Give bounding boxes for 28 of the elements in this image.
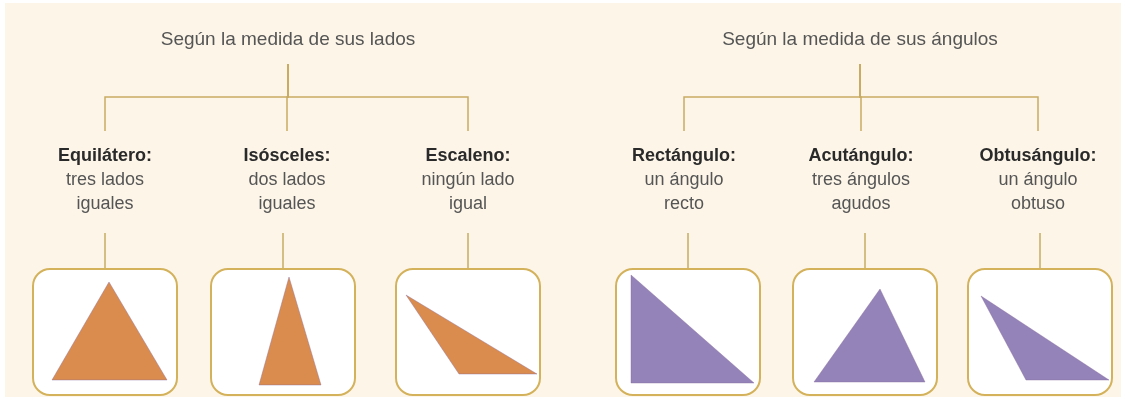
connector-line	[287, 63, 469, 132]
type-title: Obtusángulo:	[979, 144, 1097, 167]
category-heading: Según la medida de sus ángulos	[722, 26, 998, 51]
connector-line	[687, 232, 689, 269]
type-description: dos lados iguales	[247, 168, 327, 215]
triangle-picture-box	[395, 268, 541, 396]
connector-line	[467, 232, 469, 269]
connector-line	[1039, 232, 1041, 269]
type-description: un ángulo obtuso	[997, 168, 1079, 215]
type-description: ningún lado igual	[420, 168, 516, 215]
connector-line	[864, 232, 866, 269]
triangle-picture-box	[792, 268, 938, 396]
type-description: tres lados iguales	[64, 168, 145, 215]
triangle-picture-box	[615, 268, 761, 396]
type-description: tres ángulos agudos	[810, 168, 912, 215]
type-title: Escaleno:	[425, 144, 511, 167]
type-title: Acutángulo:	[808, 144, 914, 167]
type-title: Rectángulo:	[632, 144, 736, 167]
connector-line	[104, 232, 106, 269]
connector-line	[859, 63, 1039, 132]
connector-line	[282, 232, 284, 269]
triangle-picture-box	[967, 268, 1113, 396]
type-title: Isósceles:	[243, 144, 331, 167]
triangle-picture-box	[32, 268, 178, 396]
category-heading: Según la medida de sus lados	[160, 26, 416, 51]
type-title: Equilátero:	[58, 144, 152, 167]
type-description: un ángulo recto	[643, 168, 725, 215]
triangle-picture-box	[210, 268, 356, 396]
